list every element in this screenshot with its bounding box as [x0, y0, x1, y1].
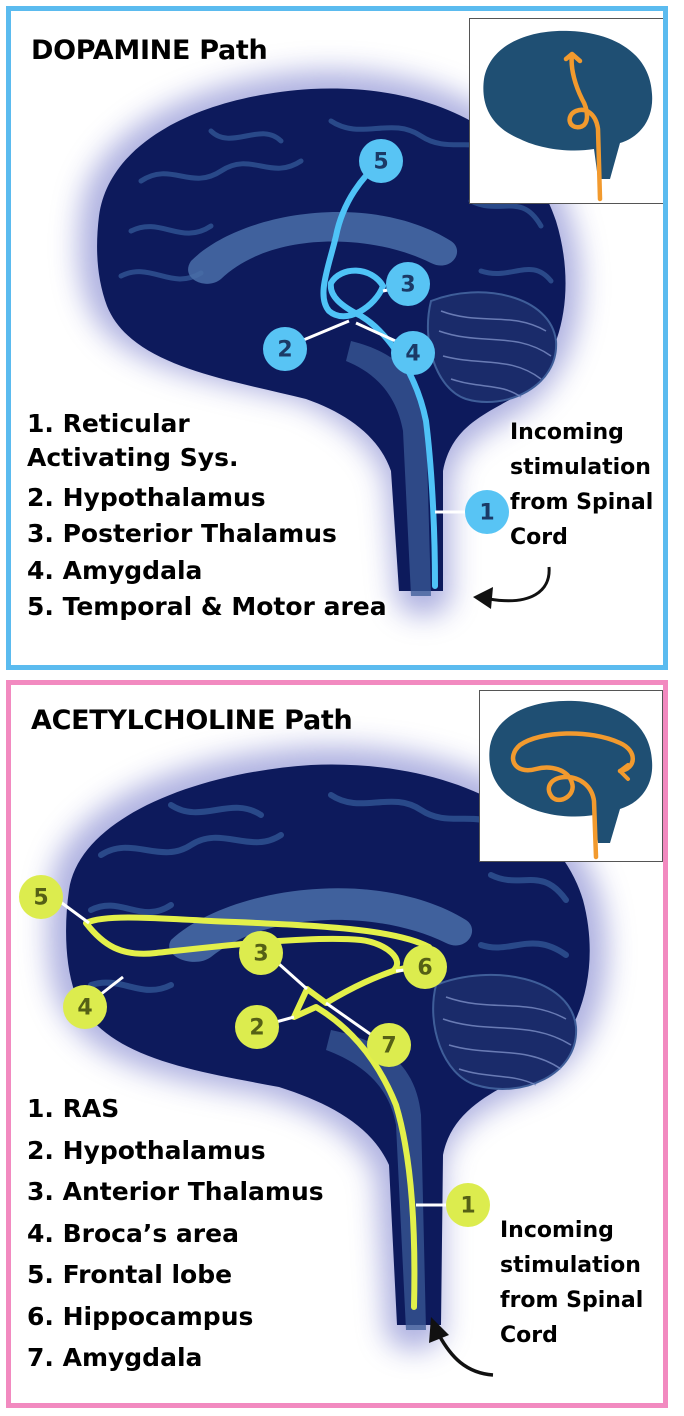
dopamine-node-1-label: 1 [479, 501, 494, 526]
dopamine-node-4: 4 [391, 331, 435, 375]
brain-thumbnail-icon [483, 30, 653, 202]
acetylcholine-node-7-label: 7 [381, 1034, 396, 1059]
acetylcholine-brain-diagram: 5 4 3 2 6 7 1 [19, 746, 608, 1377]
stimulation-note: Incoming stimulation from Spinal Cord [500, 1218, 644, 1348]
legend-item: 5. Frontal lobe [27, 1260, 233, 1289]
acetylcholine-node-6: 6 [403, 945, 447, 989]
legend-item: 7. Amygdala [27, 1343, 203, 1372]
acetylcholine-node-1: 1 [446, 1183, 490, 1227]
dopamine-legend: 1. Reticular Activating Sys. 2. Hypothal… [27, 407, 387, 630]
dopamine-node-4-label: 4 [405, 342, 420, 367]
dopamine-node-2: 2 [263, 327, 307, 371]
acetylcholine-node-1-label: 1 [460, 1194, 475, 1219]
acetylcholine-node-5: 5 [19, 875, 63, 919]
dopamine-node-2-label: 2 [277, 338, 292, 363]
panel-title: ACETYLCHOLINE Path [31, 705, 353, 736]
acetylcholine-node-2: 2 [235, 1005, 279, 1049]
brain-thumbnail-icon [489, 700, 653, 860]
acetylcholine-node-7: 7 [367, 1023, 411, 1067]
dopamine-brain-diagram: 5 3 2 4 1 [78, 70, 581, 616]
legend-item: 3. Anterior Thalamus [27, 1177, 324, 1206]
stimulation-note: Incoming stimulation from Spinal Cord [510, 420, 654, 550]
legend-item: 1. RAS [27, 1094, 120, 1123]
acetylcholine-node-3-label: 3 [253, 942, 268, 967]
arrow-icon [473, 566, 551, 609]
legend-item: 6. Hippocampus [27, 1301, 254, 1331]
legend-item: 2. Hypothalamus [27, 482, 266, 512]
dopamine-node-5: 5 [359, 139, 403, 183]
dopamine-panel: 5 3 2 4 1 DOPAMINE Path 1. R [6, 6, 668, 670]
acetylcholine-node-4: 4 [63, 985, 107, 1029]
dopamine-node-3: 3 [386, 262, 430, 306]
acetylcholine-brain-illustration [47, 746, 608, 1350]
dopamine-node-1: 1 [465, 490, 509, 534]
arrow-icon [429, 1317, 494, 1377]
dopamine-node-5-label: 5 [373, 150, 388, 175]
acetylcholine-node-6-label: 6 [417, 956, 432, 981]
acetylcholine-node-3: 3 [239, 931, 283, 975]
legend-item: 4. Amygdala [27, 555, 203, 585]
legend-item: 4. Broca’s area [27, 1218, 239, 1248]
dopamine-brain-illustration [78, 70, 581, 616]
acetylcholine-node-2-label: 2 [249, 1016, 264, 1041]
brain-thumbnail [479, 690, 663, 862]
legend-item: 5. Temporal & Motor area [27, 592, 387, 621]
legend-item: 2. Hypothalamus [27, 1135, 266, 1165]
brain-thumbnail [469, 18, 663, 204]
acetylcholine-node-5-label: 5 [33, 886, 48, 911]
acetylcholine-node-4-label: 4 [77, 996, 92, 1021]
panel-title: DOPAMINE Path [31, 35, 268, 66]
legend-item: 1. Reticular Activating Sys. [27, 409, 239, 472]
acetylcholine-legend: 1. RAS 2. Hypothalamus 3. Anterior Thala… [27, 1095, 324, 1386]
acetylcholine-panel: 5 4 3 2 6 7 1 ACETYLCHOLIN [6, 680, 668, 1408]
dopamine-node-3-label: 3 [400, 273, 415, 298]
legend-item: 3. Posterior Thalamus [27, 519, 337, 548]
